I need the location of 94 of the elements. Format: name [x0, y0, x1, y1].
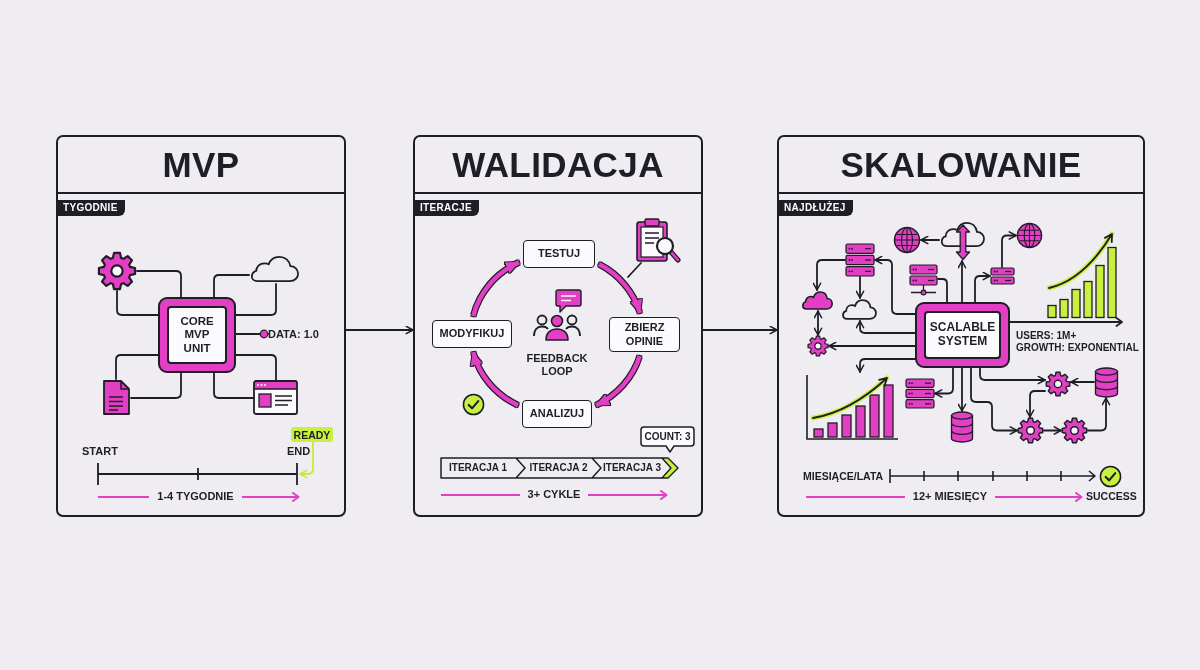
arrow — [1001, 231, 1017, 268]
arrow — [934, 367, 954, 398]
step-box: MODYFIKUJ — [432, 320, 512, 348]
gear-icon — [97, 251, 137, 291]
connector-line — [136, 270, 182, 298]
leader-line — [627, 262, 642, 278]
connector-line — [213, 274, 250, 298]
phase-panel — [56, 135, 346, 517]
arrow — [855, 358, 916, 373]
panel-title: SKALOWANIE — [840, 144, 1082, 185]
timeline-label: SUCCESS — [1086, 490, 1137, 503]
cloud-icon — [801, 290, 834, 311]
clipboard-search-icon — [634, 217, 681, 263]
arrow — [471, 351, 519, 408]
arrow — [974, 271, 991, 303]
arrow — [957, 260, 967, 303]
timeline-label: MIESIĄCE/LATA — [803, 470, 884, 483]
arrow — [345, 325, 414, 335]
arrow — [812, 259, 846, 291]
chip-box — [158, 297, 236, 373]
arrow — [874, 255, 916, 315]
connector-line — [235, 354, 277, 381]
connector-line — [235, 283, 277, 316]
gear-icon — [1045, 371, 1071, 397]
chevron-step: ITERACJA 1 — [440, 457, 516, 479]
timeline-label: START — [82, 445, 118, 458]
phase-tag: ITERACJE — [415, 200, 479, 216]
timeline-label: END — [287, 445, 311, 458]
chip-label: CORE MVP UNIT — [167, 306, 227, 364]
globe-icon — [893, 226, 921, 254]
callout-bubble: COUNT: 3 — [640, 426, 695, 453]
arrow — [855, 320, 916, 334]
timeline-scale — [95, 460, 300, 488]
server-icon — [905, 378, 935, 409]
chevron-step: ITERACJA 3 — [592, 457, 680, 479]
arrow — [598, 262, 642, 314]
database-icon — [1094, 367, 1119, 398]
double-arrow — [813, 310, 823, 336]
step-box: ANALIZUJ — [522, 400, 592, 428]
panel-title: MVP — [162, 144, 240, 185]
panel-title: WALIDACJA — [452, 144, 664, 185]
phase-tag: TYGODNIE — [58, 200, 125, 216]
stat-label: USERS: 1M+ — [1016, 330, 1077, 342]
gear-icon — [1061, 417, 1088, 444]
arrow — [1087, 397, 1111, 432]
gear-icon — [807, 335, 829, 357]
document-icon — [102, 379, 131, 416]
arrow — [299, 441, 314, 479]
status-badge: READY — [291, 427, 333, 442]
chevron-step: ITERACJA 2 — [516, 457, 592, 479]
bar-chart-icon — [805, 372, 900, 442]
connector-line — [115, 354, 159, 380]
server-icon — [909, 264, 938, 296]
arrow — [702, 325, 778, 335]
arrow — [970, 367, 1018, 435]
phase-panel — [777, 135, 1145, 517]
connector-line — [116, 290, 159, 316]
connector-line — [1009, 321, 1047, 323]
browser-window-icon — [253, 380, 298, 415]
chip-box — [915, 302, 1010, 368]
cloud-icon — [249, 254, 301, 284]
arrow — [1070, 377, 1095, 387]
arrow — [1043, 426, 1062, 435]
step-box: ZBIERZ OPINIE — [609, 317, 680, 352]
arrow — [828, 341, 916, 351]
phase-panel — [413, 135, 703, 517]
arrow — [471, 260, 520, 317]
connector-line — [130, 372, 182, 399]
gear-icon — [1017, 417, 1044, 444]
arrow — [855, 276, 865, 299]
connector-line — [235, 329, 269, 339]
bar-chart-icon — [1046, 228, 1124, 327]
arrow — [957, 367, 967, 412]
database-icon — [950, 411, 974, 443]
arrow — [979, 367, 1046, 385]
center-label: FEEDBACK LOOP — [525, 352, 589, 378]
cloud-icon — [841, 298, 878, 321]
duration-label: 1-4 TYGODNIE — [157, 490, 234, 503]
stat-label: GROWTH: EXPONENTIAL — [1016, 342, 1139, 354]
arrow — [1025, 390, 1046, 418]
step-box: TESTUJ — [523, 240, 595, 268]
server-icon — [845, 243, 875, 277]
arrow — [595, 355, 642, 408]
cloud-icon — [939, 221, 987, 261]
server-icon — [990, 267, 1015, 285]
connector-line — [937, 278, 948, 303]
connector-line — [213, 372, 254, 399]
globe-icon — [1016, 222, 1043, 249]
phase-tag: NAJDŁUŻEJ — [779, 200, 853, 216]
duration-label: 12+ MIESIĘCY — [912, 490, 988, 503]
duration-label: 3+ CYKLE — [527, 488, 581, 501]
arrow — [920, 235, 940, 245]
chip-label: SCALABLE SYSTEM — [924, 311, 1001, 359]
data-label: DATA: 1.0 — [268, 327, 326, 341]
